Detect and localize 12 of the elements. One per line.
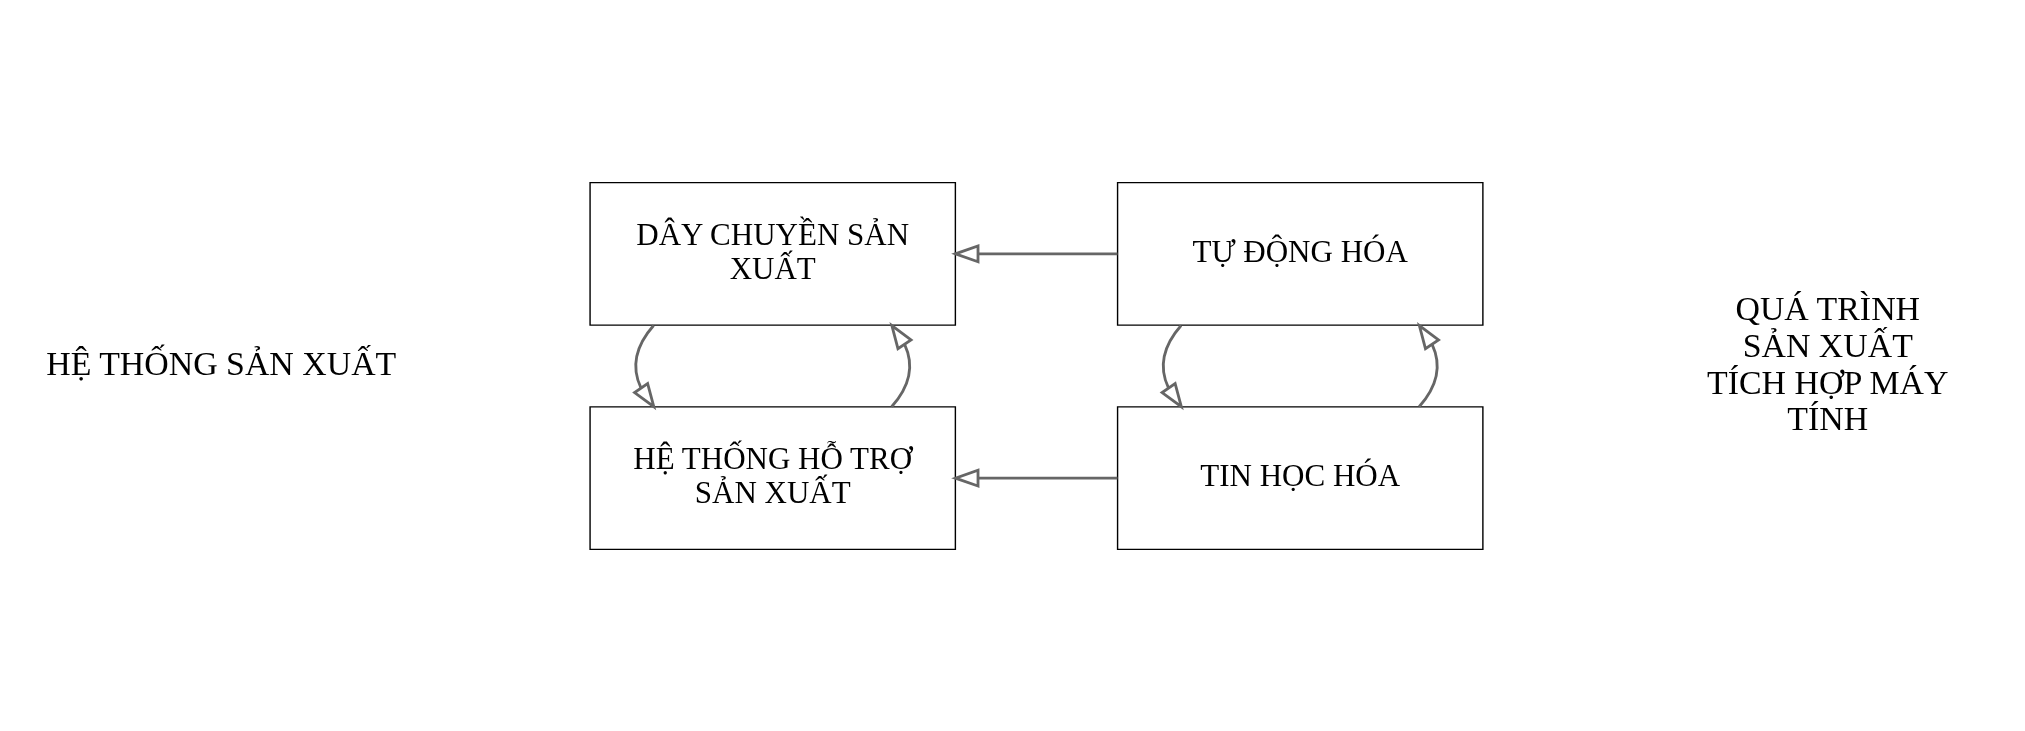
node-box: HỆ THỐNG HỖ TRỢ SẢN XUẤT [589, 405, 957, 550]
node-box: DÂY CHUYỀN SẢN XUẤT [589, 181, 957, 326]
label: QUÁ TRÌNH SẢN XUẤT TÍCH HỢP MÁY TÍNH [1707, 289, 1949, 437]
arrow [1159, 324, 1184, 410]
label: HỆ THỐNG SẢN XUẤT [46, 344, 397, 382]
arrow [951, 243, 1118, 264]
arrow [1417, 321, 1441, 408]
arrow [632, 324, 657, 410]
arrow [951, 467, 1118, 488]
arrow [889, 321, 914, 408]
node-box: TỰ ĐỘNG HÓA [1116, 181, 1484, 326]
node-box: TIN HỌC HÓA [1116, 405, 1484, 550]
